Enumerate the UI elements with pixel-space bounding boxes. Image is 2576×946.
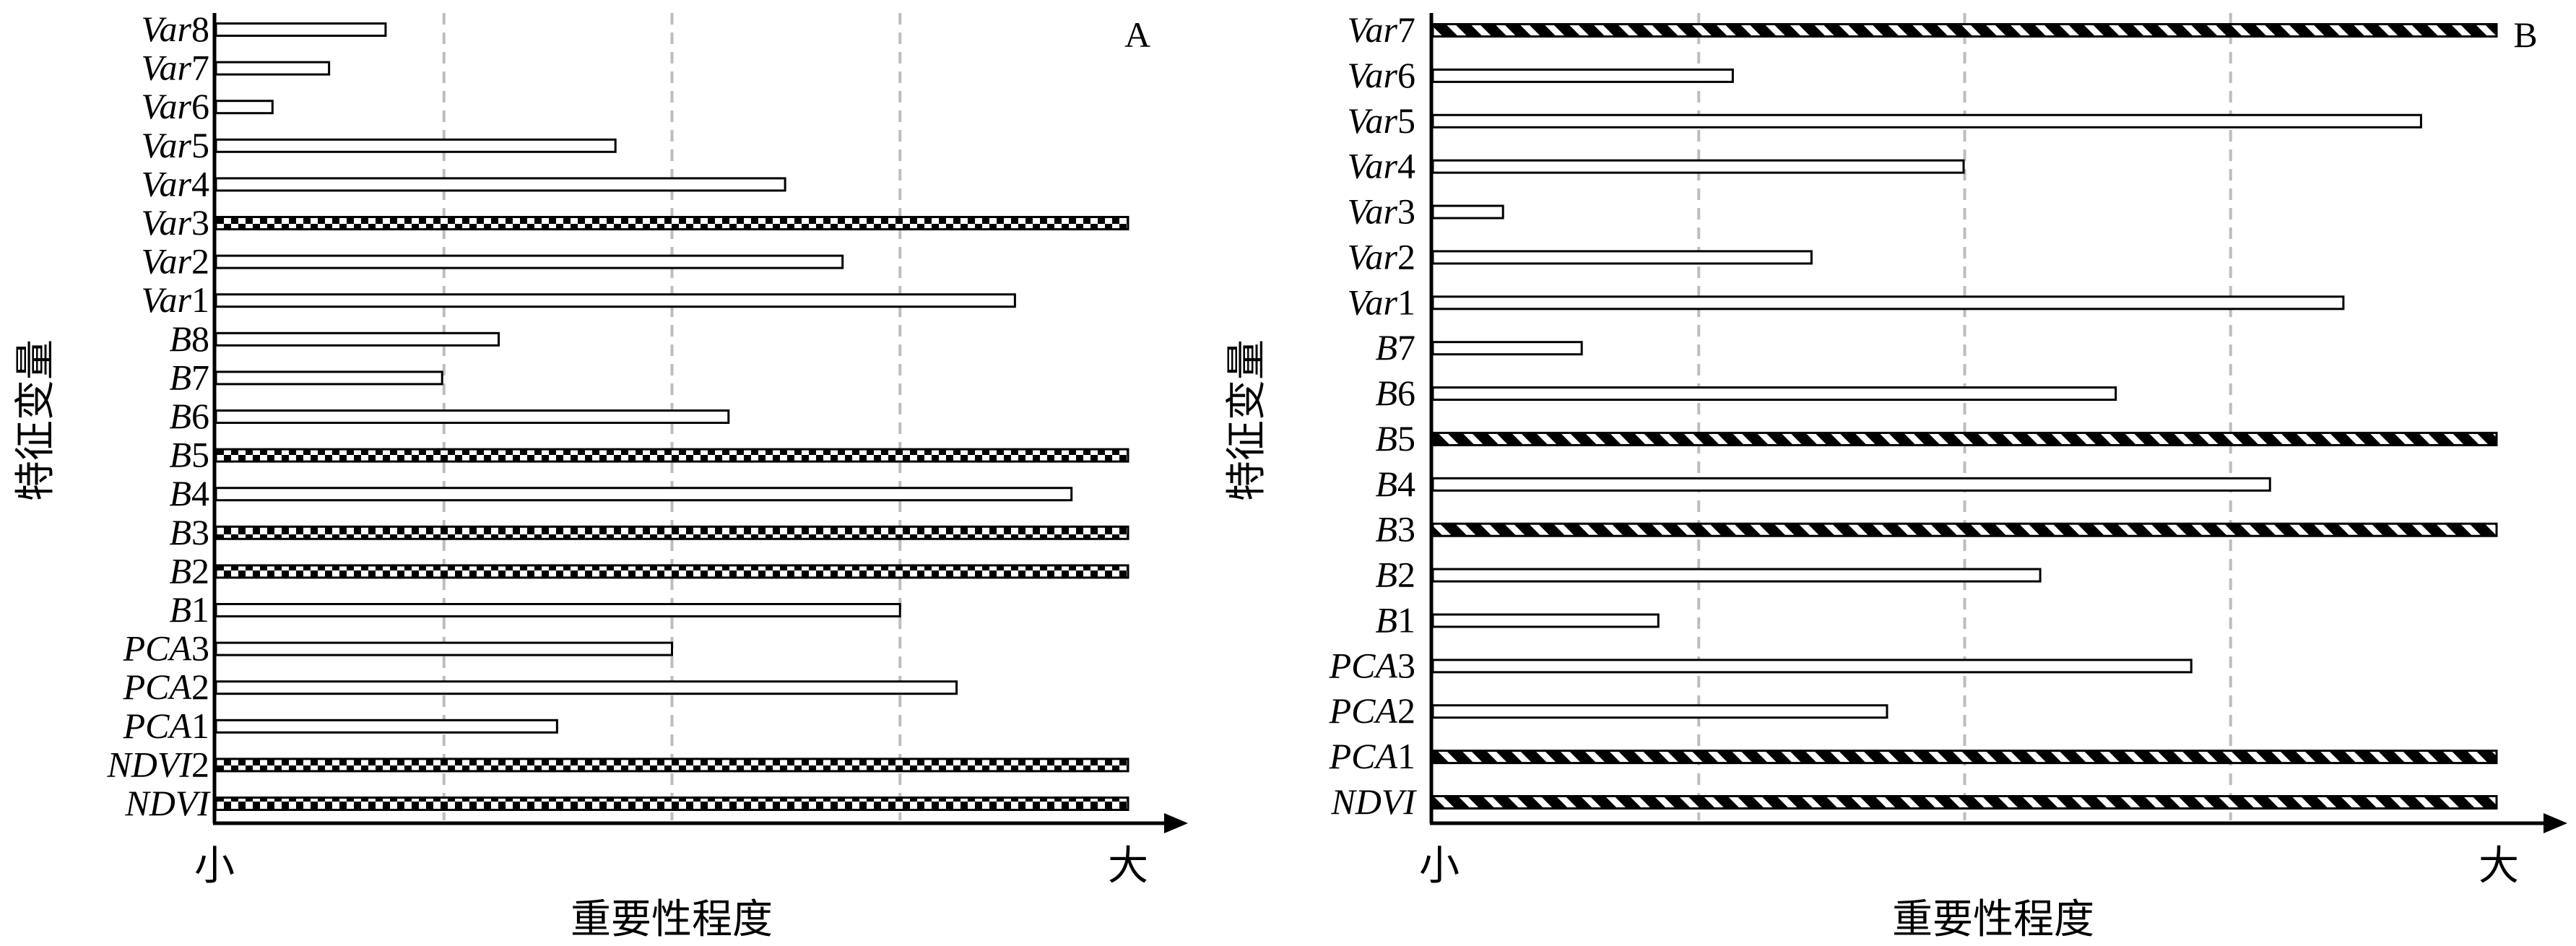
bar-var5 [1431, 113, 2422, 129]
bar-var8 [214, 22, 387, 37]
tick-label-var8: Var8 [142, 9, 209, 49]
bar-b6 [1431, 386, 2117, 402]
bar-var7 [1431, 23, 2498, 38]
bar-b1 [214, 603, 901, 617]
x-axis-max-label: 大 [2479, 843, 2519, 890]
tick-label-b2: B2 [169, 550, 209, 591]
bar-b1 [1431, 613, 1660, 628]
bar-b2 [214, 564, 1129, 579]
bar-var5 [214, 138, 617, 153]
tick-label-b7: B7 [1375, 327, 1415, 368]
tick-label-var4: Var4 [1348, 146, 1415, 186]
tick-label-b3: B3 [169, 512, 209, 552]
category-labels: Var7Var6Var5Var4Var3Var2Var1B7B6B5B4B3B2… [1329, 9, 1418, 822]
bar-pca3 [214, 641, 673, 656]
x-axis-min-label: 小 [1419, 843, 1460, 890]
panel-b: 特征变量 B Var7Var6Var5Var4Var3Var2Var1B7B6B… [1223, 9, 2567, 943]
bar-pca3 [1431, 659, 2193, 674]
tick-label-ndvi2: NDVI2 [106, 744, 209, 784]
y-axis-title: 特征变量 [1223, 339, 1270, 501]
x-axis-min-label: 小 [194, 843, 235, 890]
tick-label-pca3: PCA3 [1329, 645, 1415, 685]
bar-pca1 [214, 719, 558, 734]
tick-label-b1: B1 [169, 589, 209, 630]
tick-label-var5: Var5 [1348, 100, 1415, 141]
tick-label-var1: Var1 [142, 279, 209, 320]
tick-label-ndvi: NDVI [124, 783, 211, 823]
bar-ndvi [1431, 795, 2498, 810]
tick-label-b2: B2 [1375, 555, 1415, 595]
tick-label-b7: B7 [169, 357, 209, 397]
bar-b7 [1431, 341, 1583, 356]
bar-var7 [214, 61, 331, 76]
y-axis-title: 特征变量 [12, 339, 59, 501]
tick-label-var5: Var5 [142, 125, 209, 165]
tick-label-pca1: PCA1 [1329, 736, 1415, 776]
panel-label: A [1124, 14, 1150, 55]
x-axis-arrow [2544, 813, 2567, 833]
bar-pca1 [1431, 750, 2498, 765]
bar-b2 [1431, 568, 2042, 583]
tick-label-pca3: PCA3 [123, 628, 209, 669]
bar-ndvi [214, 797, 1129, 811]
bar-b3 [214, 525, 1129, 540]
bar-ndvi2 [214, 758, 1129, 773]
x-axis-title: 重要性程度 [571, 896, 773, 943]
bar-var1 [1431, 295, 2345, 311]
x-axis-title: 重要性程度 [1892, 896, 2094, 943]
x-axis-max-label: 大 [1108, 843, 1148, 890]
tick-label-var2: Var2 [1348, 236, 1415, 277]
tick-label-var7: Var7 [1348, 9, 1415, 50]
tick-label-b3: B3 [1375, 509, 1415, 550]
tick-label-var7: Var7 [142, 48, 209, 88]
tick-label-b4: B4 [1375, 464, 1415, 504]
tick-label-var1: Var1 [1348, 282, 1415, 322]
bar-pca2 [214, 680, 958, 695]
bar-b6 [214, 409, 730, 424]
bar-var4 [214, 177, 786, 192]
tick-label-var4: Var4 [142, 163, 209, 204]
bar-b3 [1431, 522, 2498, 537]
panel-label: B [2513, 14, 2537, 55]
tick-label-b1: B1 [1375, 599, 1415, 640]
tick-label-b5: B5 [169, 435, 209, 475]
tick-label-b5: B5 [1375, 418, 1415, 459]
bar-var6 [1431, 68, 1734, 83]
tick-label-b4: B4 [169, 473, 209, 513]
tick-label-var3: Var3 [142, 202, 209, 243]
bar-b7 [214, 370, 443, 386]
panel-a: 特征变量 A Var8Var7Var6Var5Var4Var3Var2Var1B… [12, 9, 1188, 943]
bar-b8 [214, 331, 500, 347]
tick-label-var2: Var2 [142, 241, 209, 282]
bar-var4 [1431, 159, 1965, 174]
tick-label-b8: B8 [169, 318, 209, 359]
bar-var1 [214, 293, 1016, 308]
tick-label-pca2: PCA2 [1329, 690, 1415, 731]
bar-pca2 [1431, 704, 1888, 719]
tick-label-pca2: PCA2 [123, 667, 209, 707]
bar-var2 [214, 254, 844, 269]
bar-b4 [214, 487, 1073, 502]
tick-label-b6: B6 [1375, 373, 1415, 413]
category-labels: Var8Var7Var6Var5Var4Var3Var2Var1B8B7B6B5… [106, 9, 211, 823]
tick-label-var6: Var6 [1348, 55, 1415, 95]
bar-var6 [214, 100, 274, 115]
tick-label-var3: Var3 [1348, 191, 1415, 232]
bar-var3 [1431, 204, 1504, 220]
bars [1431, 23, 2498, 810]
bar-b5 [214, 448, 1129, 463]
grid-lines [1697, 13, 2232, 820]
tick-label-var6: Var6 [142, 86, 209, 126]
bar-var3 [214, 216, 1129, 230]
tick-label-ndvi: NDVI [1330, 781, 1417, 822]
x-axis-arrow [1164, 813, 1188, 833]
bar-b5 [1431, 431, 2498, 446]
bar-b4 [1431, 477, 2271, 492]
bar-var2 [1431, 250, 1813, 265]
tick-label-b6: B6 [169, 396, 209, 436]
tick-label-pca1: PCA1 [123, 706, 209, 746]
